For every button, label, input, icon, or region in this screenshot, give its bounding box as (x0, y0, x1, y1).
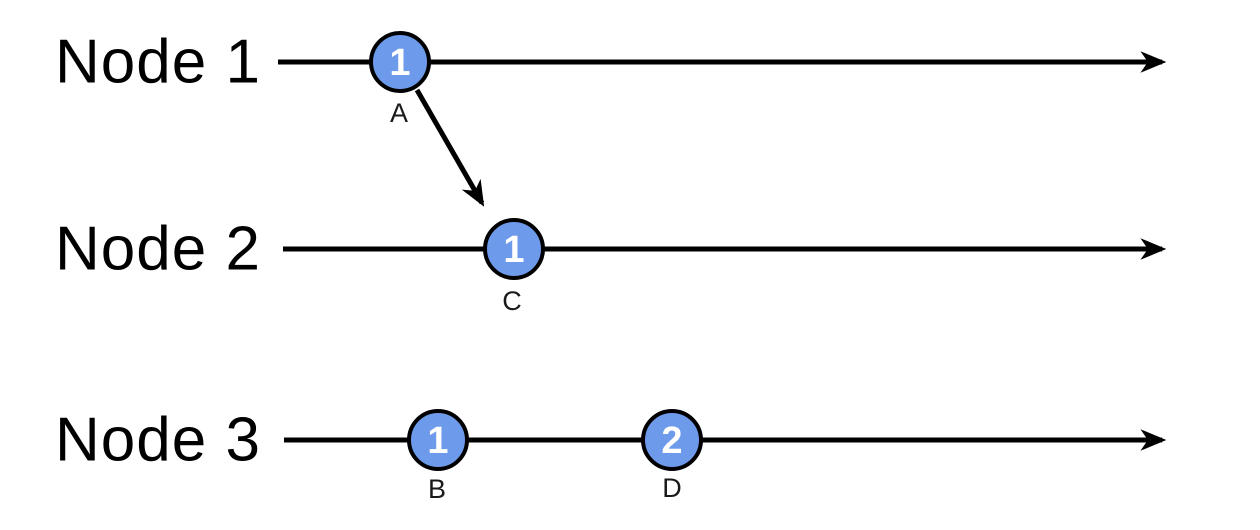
event-b-label: B (428, 474, 446, 504)
event-a-clock-value: 1 (389, 42, 410, 84)
event-circle-d (641, 409, 703, 471)
node-2-label: Node 2 (55, 215, 261, 284)
message-arrow-a-to-c (414, 88, 485, 207)
node-3-label: Node 3 (55, 406, 261, 475)
event-c-clock-value: 1 (503, 229, 524, 271)
event-circle-c (483, 218, 545, 280)
event-a-label: A (390, 98, 408, 128)
event-b-clock-value: 1 (427, 420, 448, 462)
event-circle-b (407, 409, 469, 471)
node-1-label: Node 1 (55, 28, 261, 97)
event-c-label: C (502, 286, 522, 316)
event-d-clock-value: 2 (661, 420, 682, 462)
event-circle-a (369, 31, 431, 93)
event-d-label: D (662, 473, 682, 503)
